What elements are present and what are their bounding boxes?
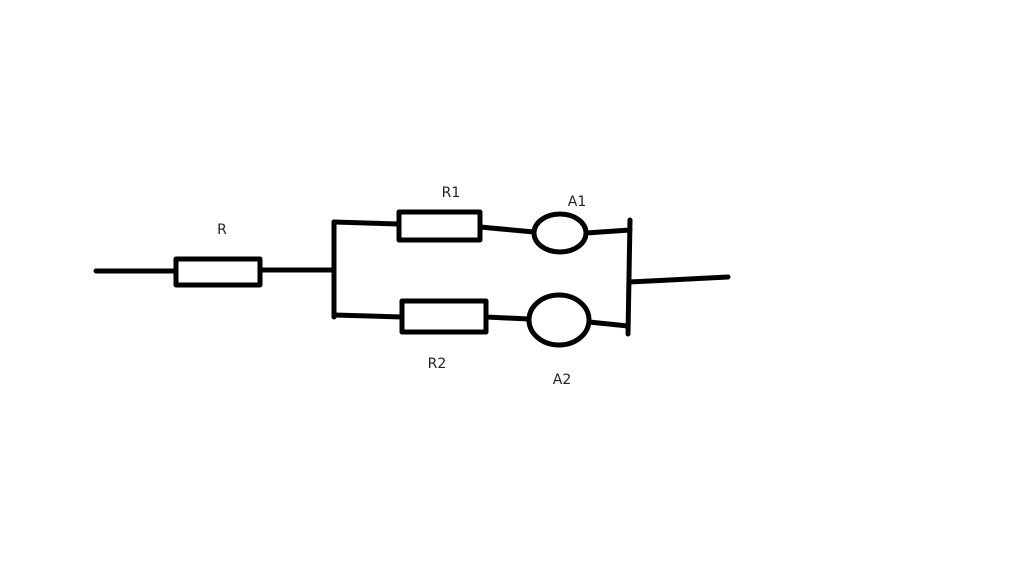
wire-r1-to-a1 [477,224,537,235]
wire-r2-to-a2 [483,314,532,322]
resistor-r [173,256,263,288]
label-r2: R2 [428,356,447,372]
resistor-r2 [399,298,489,335]
right-branch-bus [625,217,633,337]
wire-bottom-left [331,312,405,320]
wire-a1-to-right [583,227,633,236]
label-r1: R1 [442,185,461,201]
label-a2: A2 [553,372,571,388]
wire-a2-to-right [586,319,631,329]
label-a1: A1 [568,194,586,210]
ammeter-a1 [531,211,589,255]
output-wire [626,274,731,285]
resistor-r1 [396,209,483,243]
label-r: R [217,222,227,238]
ammeter-a2 [526,292,592,348]
wire-top-left [331,219,402,227]
